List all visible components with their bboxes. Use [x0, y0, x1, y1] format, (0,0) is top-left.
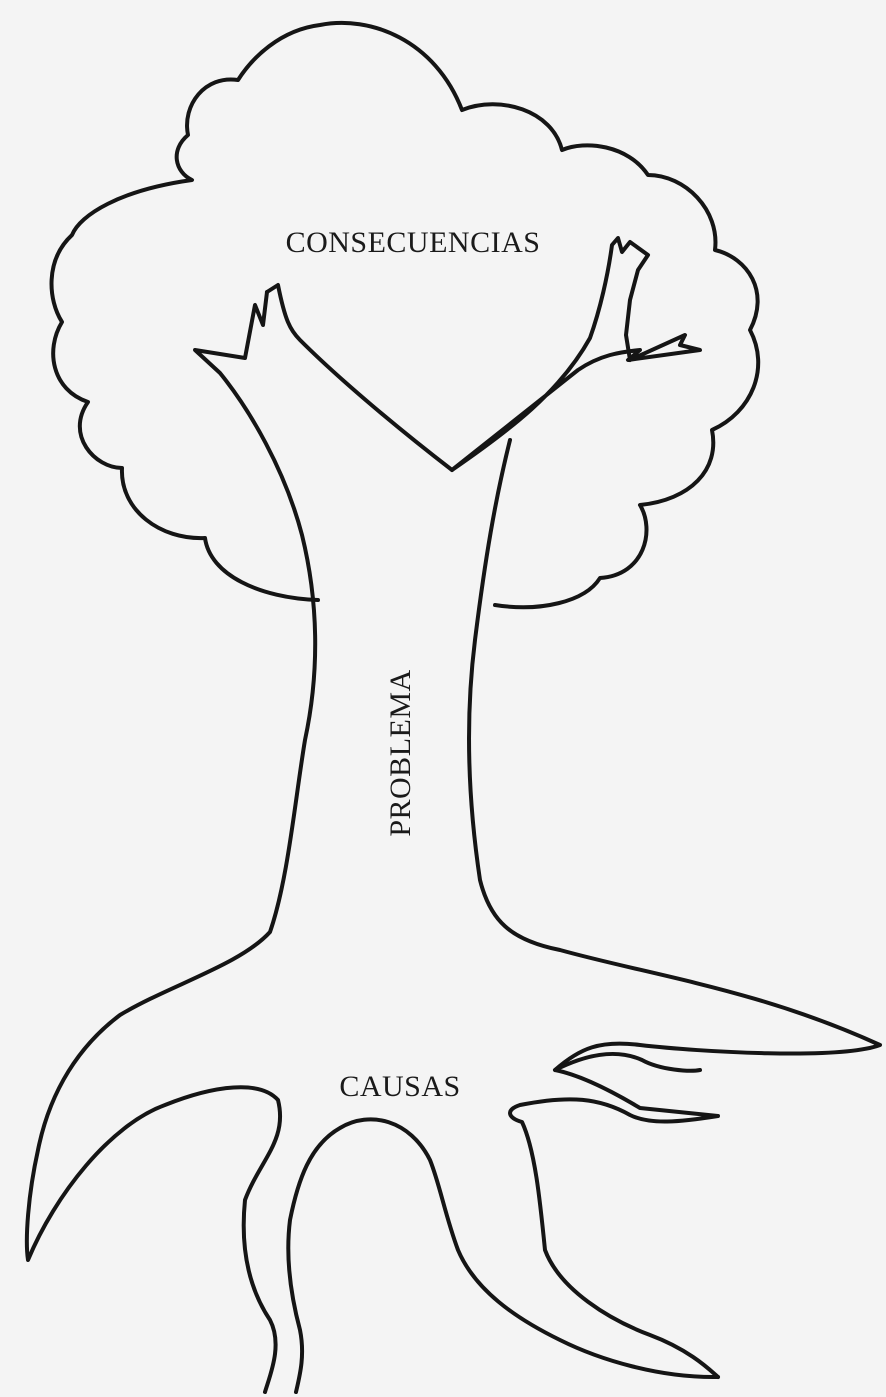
tree-branch-right-outline	[452, 238, 700, 470]
crown-label: CONSECUENCIAS	[286, 226, 541, 259]
trunk-label: PROBLEMA	[384, 669, 417, 836]
tree-left-branch-inner-outline	[267, 285, 452, 470]
tree-trunk-right-outline	[469, 440, 880, 1377]
tree-crown-outline	[52, 23, 759, 607]
tree-root-right-lobe-outline	[555, 1054, 700, 1071]
tree-trunk-outline	[27, 292, 315, 1392]
tree-root-middle-outline	[288, 1119, 718, 1392]
roots-label: CAUSAS	[339, 1070, 460, 1103]
